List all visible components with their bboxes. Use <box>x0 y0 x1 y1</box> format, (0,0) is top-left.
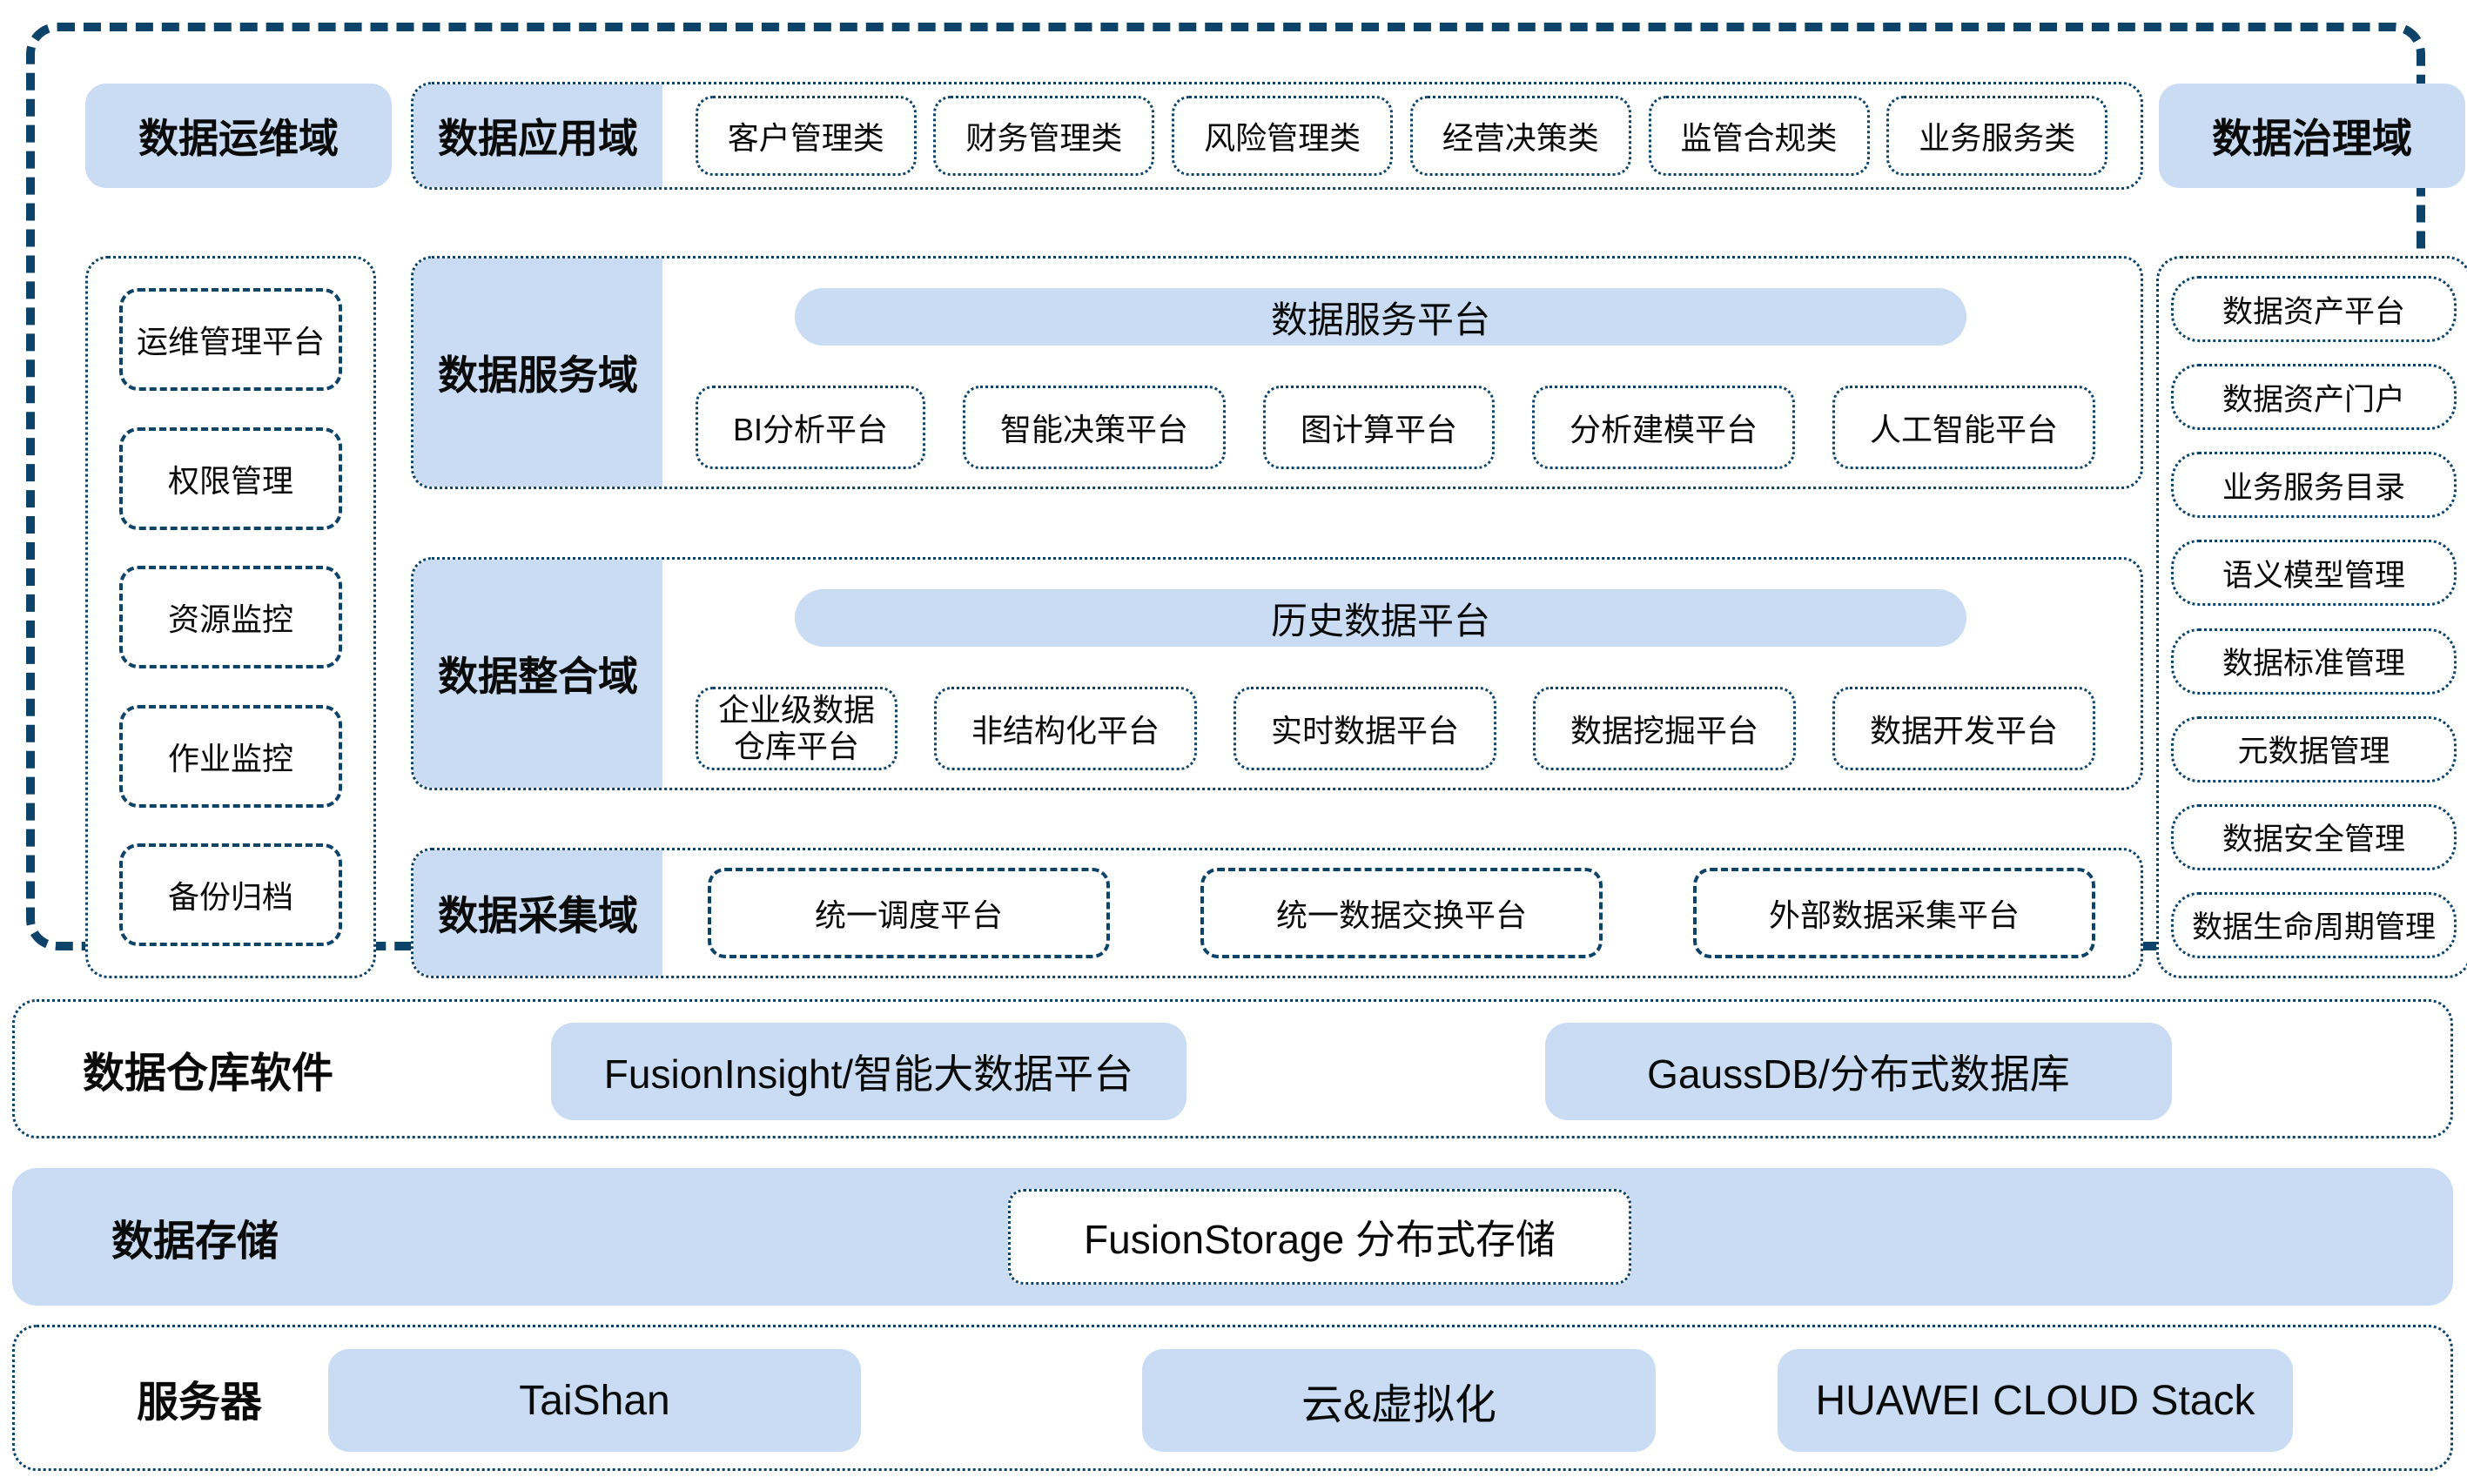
ops-domain-label: 数据运维域 <box>85 84 392 188</box>
collection-item: 统一调度平台 <box>708 868 1110 958</box>
fusioninsight-pill: FusionInsight/智能大数据平台 <box>551 1023 1186 1120</box>
ops-item: 作业监控 <box>119 704 342 808</box>
collection-domain-label: 数据采集域 <box>413 850 662 976</box>
service-domain-content: 数据服务平台 BI分析平台 智能决策平台 图计算平台 分析建模平台 人工智能平台 <box>662 259 2141 487</box>
history-platform-pill: 历史数据平台 <box>795 589 1966 647</box>
integration-item: 数据挖掘平台 <box>1532 687 1796 770</box>
service-items: BI分析平台 智能决策平台 图计算平台 分析建模平台 人工智能平台 <box>696 384 2095 471</box>
integration-item: 实时数据平台 <box>1233 687 1496 770</box>
cloud-virtualization-pill: 云&虚拟化 <box>1142 1349 1656 1452</box>
governance-items-container: 数据资产平台 数据资产门户 业务服务目录 语义模型管理 数据标准管理 元数据管理… <box>2156 256 2467 978</box>
gaussdb-pill: GaussDB/分布式数据库 <box>1545 1023 2172 1120</box>
app-domain-label: 数据应用域 <box>413 84 662 187</box>
service-domain-block: 数据服务域 数据服务平台 BI分析平台 智能决策平台 图计算平台 分析建模平台 … <box>411 256 2143 489</box>
data-storage-row: 数据存储 FusionStorage 分布式存储 <box>12 1168 2453 1306</box>
governance-item: 数据资产门户 <box>2171 364 2457 431</box>
governance-item: 元数据管理 <box>2171 715 2457 782</box>
governance-item: 业务服务目录 <box>2171 452 2457 519</box>
collection-item: 统一数据交换平台 <box>1200 868 1603 958</box>
governance-item: 数据标准管理 <box>2171 628 2457 695</box>
ops-item: 资源监控 <box>119 566 342 668</box>
governance-item: 数据安全管理 <box>2171 803 2457 870</box>
taishan-pill: TaiShan <box>328 1349 861 1452</box>
ops-item: 运维管理平台 <box>119 288 342 391</box>
service-item: BI分析平台 <box>696 386 926 469</box>
warehouse-software-row: 数据仓库软件 FusionInsight/智能大数据平台 GaussDB/分布式… <box>12 999 2453 1138</box>
governance-item: 数据生命周期管理 <box>2171 891 2457 958</box>
integration-domain-block: 数据整合域 历史数据平台 企业级数据仓库平台 非结构化平台 实时数据平台 数据挖… <box>411 557 2143 790</box>
app-item: 经营决策类 <box>1409 96 1631 176</box>
app-item: 客户管理类 <box>695 96 917 176</box>
app-domain-container: 数据应用域 客户管理类 财务管理类 风险管理类 经营决策类 监管合规类 业务服务… <box>411 82 2143 190</box>
integration-domain-content: 历史数据平台 企业级数据仓库平台 非结构化平台 实时数据平台 数据挖掘平台 数据… <box>662 560 2141 788</box>
collection-item: 外部数据采集平台 <box>1693 868 2095 958</box>
integration-item: 非结构化平台 <box>933 687 1197 770</box>
governance-item: 语义模型管理 <box>2171 540 2457 607</box>
storage-row-label: 数据存储 <box>111 1219 279 1265</box>
ops-item: 备份归档 <box>119 843 342 946</box>
service-platform-pill: 数据服务平台 <box>795 288 1966 346</box>
ops-items-container: 运维管理平台 权限管理 资源监控 作业监控 备份归档 <box>85 256 376 978</box>
app-item: 财务管理类 <box>933 96 1155 176</box>
app-item: 业务服务类 <box>1886 96 2108 176</box>
app-domain-items: 客户管理类 财务管理类 风险管理类 经营决策类 监管合规类 业务服务类 <box>662 84 2141 187</box>
app-item: 监管合规类 <box>1648 96 1870 176</box>
integration-domain-label: 数据整合域 <box>413 560 662 788</box>
server-row: 服务器 TaiShan 云&虚拟化 HUAWEI CLOUD Stack <box>12 1325 2453 1471</box>
governance-item: 数据资产平台 <box>2171 276 2457 342</box>
gov-domain-label: 数据治理域 <box>2159 84 2465 188</box>
collection-domain-block: 数据采集域 统一调度平台 统一数据交换平台 外部数据采集平台 <box>411 848 2143 978</box>
integration-item: 企业级数据仓库平台 <box>696 687 897 770</box>
collection-items: 统一调度平台 统一数据交换平台 外部数据采集平台 <box>662 850 2141 976</box>
service-item: 图计算平台 <box>1262 386 1495 469</box>
data-platform-frame: 数据运维域 数据应用域 客户管理类 财务管理类 风险管理类 经营决策类 监管合规… <box>26 23 2467 978</box>
warehouse-row-label: 数据仓库软件 <box>83 1051 334 1097</box>
service-item: 分析建模平台 <box>1531 386 1795 469</box>
integration-item: 数据开发平台 <box>1832 687 2095 770</box>
service-item: 智能决策平台 <box>962 386 1226 469</box>
ops-item: 权限管理 <box>119 426 342 530</box>
server-row-label: 服务器 <box>137 1380 263 1426</box>
app-item: 风险管理类 <box>1172 96 1394 176</box>
huawei-cloud-stack-pill: HUAWEI CLOUD Stack <box>1778 1349 2293 1452</box>
integration-items: 企业级数据仓库平台 非结构化平台 实时数据平台 数据挖掘平台 数据开发平台 <box>696 685 2095 772</box>
service-item: 人工智能平台 <box>1832 386 2095 469</box>
service-domain-label: 数据服务域 <box>413 259 662 487</box>
fusionstorage-box: FusionStorage 分布式存储 <box>1008 1189 1631 1285</box>
